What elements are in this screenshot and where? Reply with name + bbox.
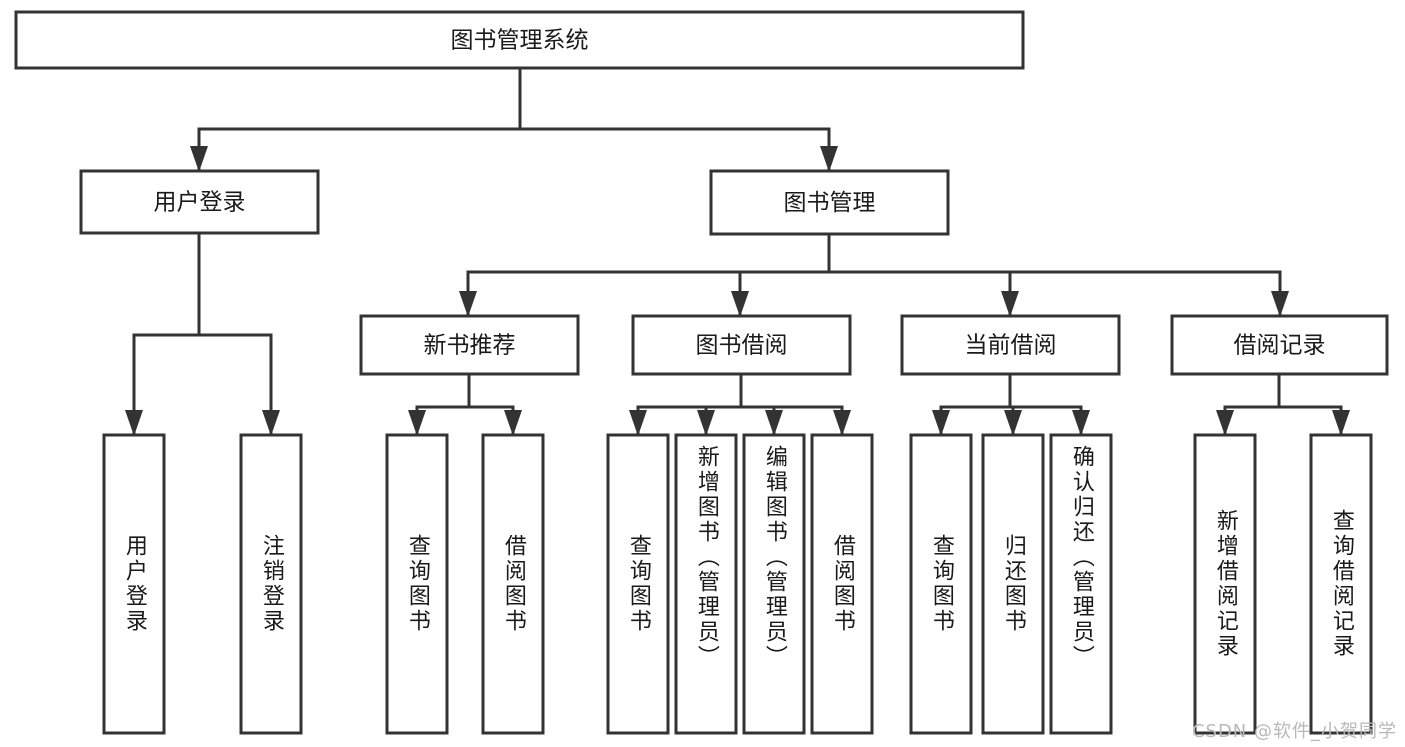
arrowhead-icon: [459, 291, 477, 317]
arrowhead-icon: [1004, 410, 1022, 436]
level2-node-2-box[interactable]: [900, 314, 1121, 376]
arrowhead-icon: [190, 146, 208, 172]
arrowhead-icon: [833, 410, 851, 436]
leaf-node-4-box[interactable]: [606, 433, 670, 735]
root-node-label: 图书管理系统: [451, 28, 589, 54]
leaf-node-1-box[interactable]: [239, 433, 303, 735]
arrowhead-icon: [504, 410, 522, 436]
connector-layer: [125, 66, 1350, 436]
arrowhead-icon: [765, 410, 783, 436]
level1-node-0-box[interactable]: [79, 169, 320, 235]
arrowhead-icon: [1332, 410, 1350, 436]
leaf-node-7-box[interactable]: [810, 433, 874, 735]
leaf-node-6-box[interactable]: [742, 433, 806, 735]
arrowhead-icon: [408, 410, 426, 436]
arrowhead-icon: [629, 410, 647, 436]
leaf-node-11-box[interactable]: [1193, 433, 1257, 735]
arrowhead-icon: [1072, 410, 1090, 436]
level2-node-0-box[interactable]: [359, 314, 580, 376]
level2-node-2-label: 当前借阅: [965, 333, 1057, 359]
level2-node-3-label: 借阅记录: [1234, 333, 1326, 359]
level1-node-0-label: 用户登录: [154, 190, 246, 216]
watermark-text: CSDN @软件_小贺同学: [1191, 721, 1397, 742]
level2-node-3-box[interactable]: [1170, 314, 1389, 376]
leaf-node-2-box[interactable]: [385, 433, 449, 735]
arrowhead-icon: [697, 410, 715, 436]
arrowhead-icon: [262, 410, 280, 436]
level2-node-1-label: 图书借阅: [696, 333, 788, 359]
arrowhead-icon: [125, 410, 143, 436]
level2-node-1-box[interactable]: [631, 314, 852, 376]
arrowhead-icon: [1271, 291, 1289, 317]
arrowhead-icon: [1216, 410, 1234, 436]
leaf-node-12-box[interactable]: [1309, 433, 1373, 735]
level2-node-0-label: 新书推荐: [424, 333, 516, 359]
root-node-box[interactable]: [14, 10, 1025, 70]
level1-node-1-box[interactable]: [709, 169, 950, 236]
leaf-node-0-box[interactable]: [102, 433, 166, 735]
arrowhead-icon: [820, 146, 838, 172]
arrowhead-icon: [731, 291, 749, 317]
arrowhead-icon: [1001, 291, 1019, 317]
leaf-node-9-box[interactable]: [981, 433, 1045, 735]
level1-node-1-label: 图书管理: [784, 190, 876, 216]
leaf-node-10-box[interactable]: [1049, 433, 1113, 735]
leaf-node-5-box[interactable]: [674, 433, 738, 735]
leaf-node-3-box[interactable]: [481, 433, 545, 735]
arrowhead-icon: [932, 410, 950, 436]
leaf-node-8-box[interactable]: [909, 433, 973, 735]
